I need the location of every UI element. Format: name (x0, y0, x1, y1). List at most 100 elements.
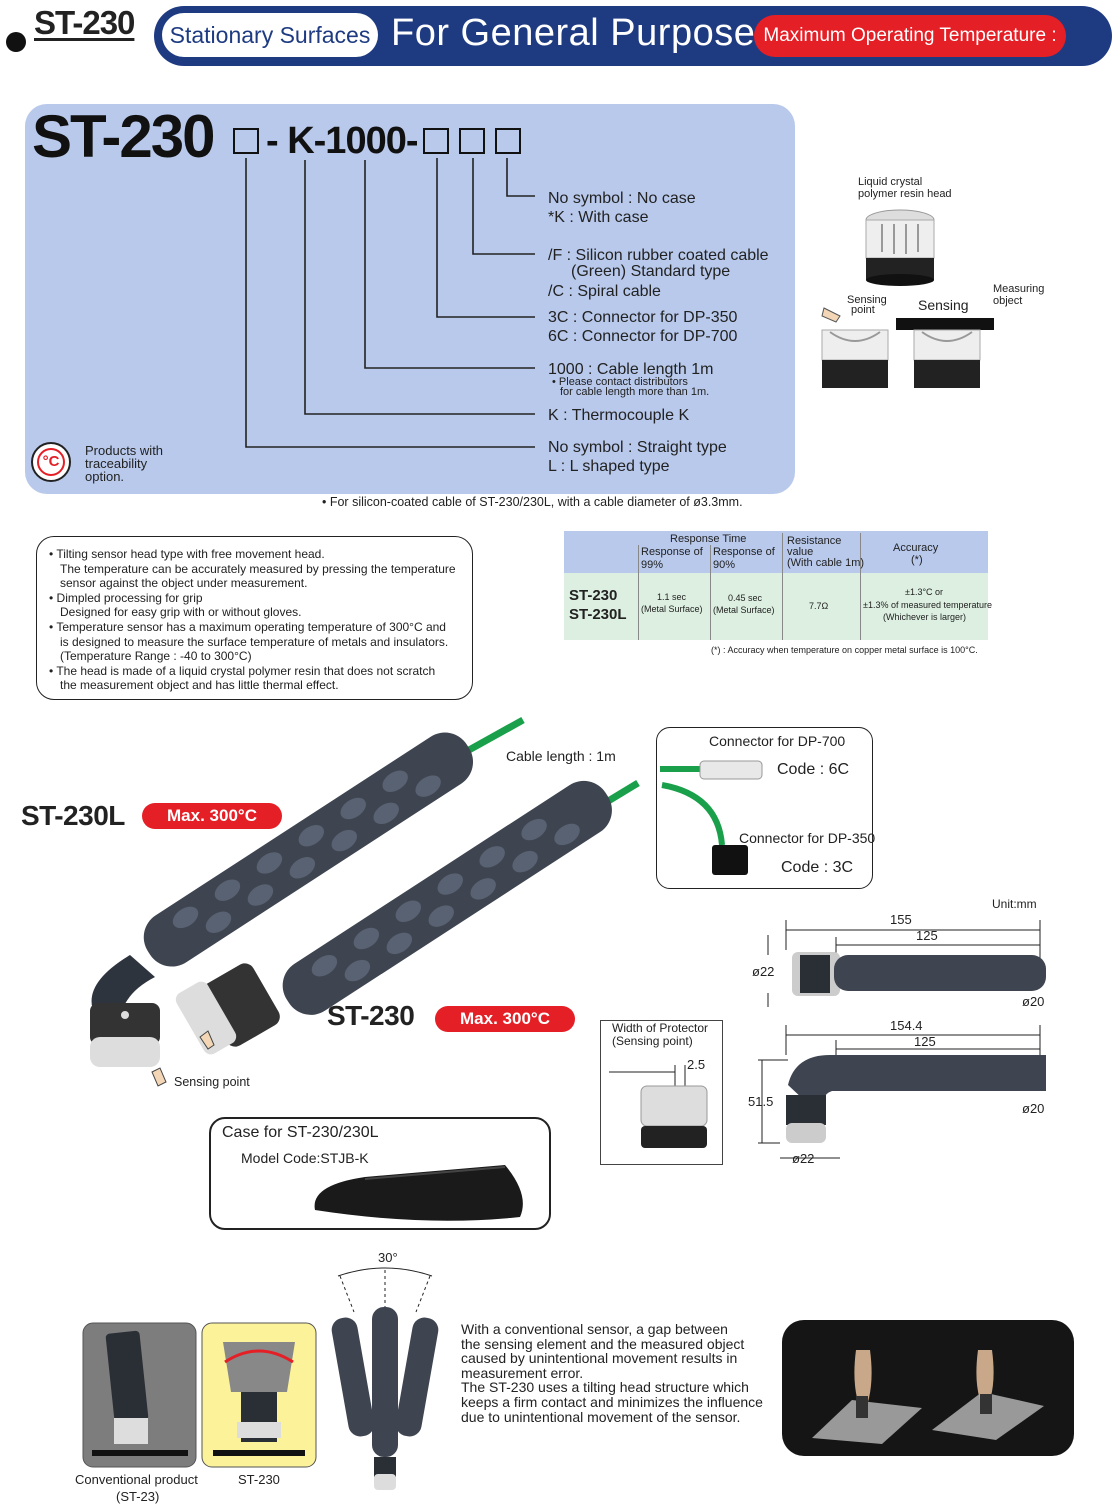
opt-shape-straight: No symbol : Straight type (548, 439, 727, 456)
connector-dp350-label: Connector for DP-350 (739, 830, 876, 846)
table-divider (638, 545, 639, 640)
product-model-s: ST-230 (327, 1000, 415, 1031)
opt-conn-3c: 3C : Connector for DP-350 (548, 309, 738, 326)
connector-6c-code: Code : 6C (777, 761, 850, 778)
code-box-2 (423, 128, 449, 154)
table-divider (860, 533, 861, 640)
model-code-leader-lines (245, 158, 535, 448)
dim-51-5: 51.5 (748, 1094, 774, 1109)
td-acc-1: ±1.3°C or (905, 587, 944, 597)
td-r99-2: (Metal Surface) (641, 604, 703, 614)
category-pill: Stationary Surfaces (162, 13, 378, 57)
connector-box (656, 727, 873, 889)
traceability-text-1: Products with (85, 443, 164, 458)
st230-tilt-illustration (201, 1322, 317, 1468)
conventional-label-2: (ST-23) (116, 1489, 160, 1504)
table-divider (710, 545, 711, 640)
measuring-object-label-2: object (993, 295, 1023, 307)
feature-line: The temperature can be accurately measur… (60, 562, 456, 576)
tilt-illustration (331, 1267, 439, 1490)
th-accuracy-note: (*) (911, 554, 923, 566)
desc-line: keeps a firm contact and minimizes the i… (461, 1393, 763, 1410)
protector-label-1: Width of Protector (612, 1021, 709, 1035)
feature-line: the measurement object and has little th… (60, 678, 339, 692)
th-90-1: Response of (713, 546, 775, 558)
th-90-2: 90% (713, 559, 736, 571)
desc-line: measurement error. (461, 1364, 584, 1381)
opt-case-none: No symbol : No case (548, 190, 696, 207)
td-r90-1: 0.45 sec (728, 593, 763, 603)
feature-line: • Dimpled processing for grip (49, 591, 203, 605)
dim-d20-bottom: ø20 (1022, 1101, 1045, 1116)
desc-line: the sensing element and the measured obj… (461, 1335, 745, 1352)
opt-case-k: *K : With case (548, 209, 649, 226)
feature-line: is designed to measure the surface tempe… (60, 635, 449, 649)
protector-label-2: (Sensing point) (612, 1034, 693, 1048)
connector-illustration (660, 760, 763, 875)
usage-photo (782, 1320, 1074, 1456)
tilt-angle-label: 30° (378, 1250, 398, 1265)
td-acc-3: (Whichever is larger) (883, 612, 967, 622)
feature-line: • The head is made of a liquid crystal p… (49, 664, 436, 678)
st230-label: ST-230 (238, 1472, 280, 1487)
model-code-panel (25, 104, 795, 494)
th-accuracy: Accuracy (893, 542, 939, 554)
protector-width-box (600, 1020, 723, 1165)
protector-illustration (609, 1065, 708, 1148)
table-divider (782, 533, 783, 640)
td-r99-1: 1.1 sec (657, 592, 687, 602)
code-box-1 (233, 128, 259, 154)
max-temp-badge-l: Max. 300°C (142, 803, 282, 829)
th-response-time: Response Time (670, 533, 747, 545)
dim-125-bottom: 125 (914, 1034, 936, 1049)
code-box-4 (495, 128, 521, 154)
th-res-3: (With cable 1m) (787, 557, 865, 569)
measuring-object-label-1: Measuring (993, 283, 1045, 295)
model-code-base: ST-230 (32, 103, 215, 170)
desc-line: With a conventional sensor, a gap betwee… (461, 1321, 728, 1337)
features-box (36, 536, 473, 700)
sensing-point-label: Sensing point (174, 1075, 250, 1089)
opt-conn-6c: 6C : Connector for DP-700 (548, 328, 738, 345)
opt-thermocouple: K : Thermocouple K (548, 407, 690, 424)
opt-shape-l: L : L shaped type (548, 458, 670, 475)
opt-length-note-2: for cable length more than 1m. (560, 386, 710, 398)
head-label-1: Liquid crystal (858, 176, 923, 188)
case-model-code: Model Code:STJB-K (241, 1150, 369, 1166)
td-resistance: 7.7Ω (809, 601, 829, 611)
max-temp-badge: Maximum Operating Temperature : 300°C (754, 15, 1066, 88)
opt-cable-f-note: (Green) Standard type (571, 263, 731, 280)
feature-line: • Temperature sensor has a maximum opera… (49, 620, 446, 634)
opt-length: 1000 : Cable length 1m (548, 361, 714, 378)
traceability-text-3: option. (85, 469, 125, 484)
head-label-2: polymer resin head (858, 188, 952, 200)
desc-line: due to unintentional movement of the sen… (461, 1408, 741, 1425)
code-box-3 (459, 128, 485, 154)
traceability-icon-glyph: °C (37, 448, 65, 476)
spec-table-body (564, 573, 988, 640)
desc-line: caused by unintentional movement results… (461, 1350, 738, 1367)
th-99-1: Response of (641, 546, 703, 558)
sensing-point-label-1: Sensing (847, 294, 887, 306)
dim-d22-bottom: ø22 (792, 1151, 815, 1166)
dim-d22-top: ø22 (752, 964, 775, 979)
protector-value: 2.5 (687, 1057, 706, 1072)
sensing-point-label-2: point (851, 304, 875, 316)
bullet-dot (6, 32, 26, 52)
desc-line: The ST-230 uses a tilting head structure… (461, 1379, 749, 1396)
spec-table-header (564, 531, 988, 573)
th-res-2: value (787, 546, 814, 558)
sensor-head-illustration (821, 209, 994, 388)
dim-155: 155 (890, 912, 912, 927)
case-illustration (314, 1165, 523, 1221)
tilt-description: With a conventional sensor, a gap betwee… (461, 1322, 763, 1424)
max-temp-badge-s: Max. 300°C (435, 1006, 575, 1032)
table-note: (*) : Accuracy when temperature on coppe… (711, 645, 978, 655)
product-probes-illustration (90, 716, 640, 1087)
case-title: Case for ST-230/230L (222, 1124, 379, 1141)
case-box (209, 1117, 551, 1230)
connector-3c-code: Code : 3C (781, 859, 854, 876)
cable-length-label: Cable length : 1m (506, 748, 616, 764)
opt-length-note-1: • Please contact distributors (552, 376, 688, 388)
opt-cable-f: /F : Silicon rubber coated cable (548, 247, 769, 264)
